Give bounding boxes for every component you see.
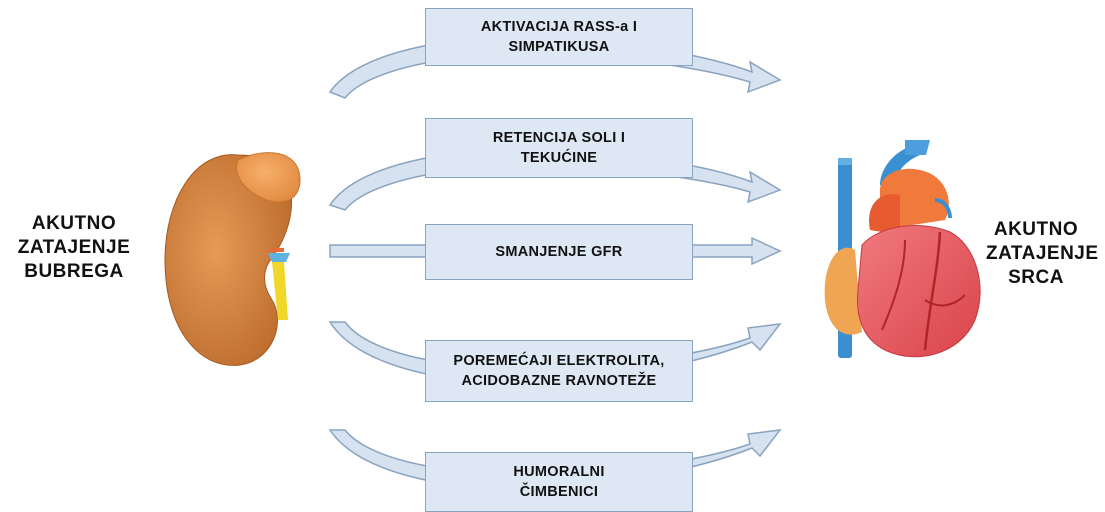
box-line: ČIMBENICI	[519, 484, 599, 500]
box-line: RETENCIJA SOLI I	[492, 130, 626, 146]
left-label-line: ZATAJENJE	[17, 237, 131, 258]
box-line: SIMPATIKUSA	[508, 39, 610, 55]
mechanism-box-rass: AKTIVACIJA RASS-a I SIMPATIKUSA	[425, 8, 693, 66]
mechanism-box-retention: RETENCIJA SOLI I TEKUĆINE	[425, 118, 693, 178]
left-label-line: BUBREGA	[24, 261, 124, 282]
mechanism-box-gfr: SMANJENJE GFR	[425, 224, 693, 280]
box-line: TEKUĆINE	[520, 150, 598, 166]
heart-icon	[824, 140, 981, 358]
mechanism-box-electrolytes: POREMEĆAJI ELEKTROLITA, ACIDOBAZNE RAVNO…	[425, 340, 693, 402]
box-line: POREMEĆAJI ELEKTROLITA,	[453, 353, 665, 369]
right-label: AKUTNO ZATAJENJE SRCA	[986, 218, 1099, 290]
left-label: AKUTNO ZATAJENJE BUBREGA	[14, 212, 134, 284]
box-line: HUMORALNI	[513, 464, 605, 480]
right-label-line: ZATAJENJE	[986, 243, 1099, 264]
left-label-line: AKUTNO	[31, 213, 117, 234]
mechanism-box-humoral: HUMORALNI ČIMBENICI	[425, 452, 693, 512]
box-line: AKTIVACIJA RASS-a I	[480, 19, 638, 35]
box-line: ACIDOBAZNE RAVNOTEŽE	[461, 373, 657, 389]
right-label-line: AKUTNO	[993, 219, 1079, 240]
right-label-line: SRCA	[1008, 267, 1064, 288]
kidney-icon	[164, 152, 301, 366]
box-line: SMANJENJE GFR	[495, 244, 623, 260]
